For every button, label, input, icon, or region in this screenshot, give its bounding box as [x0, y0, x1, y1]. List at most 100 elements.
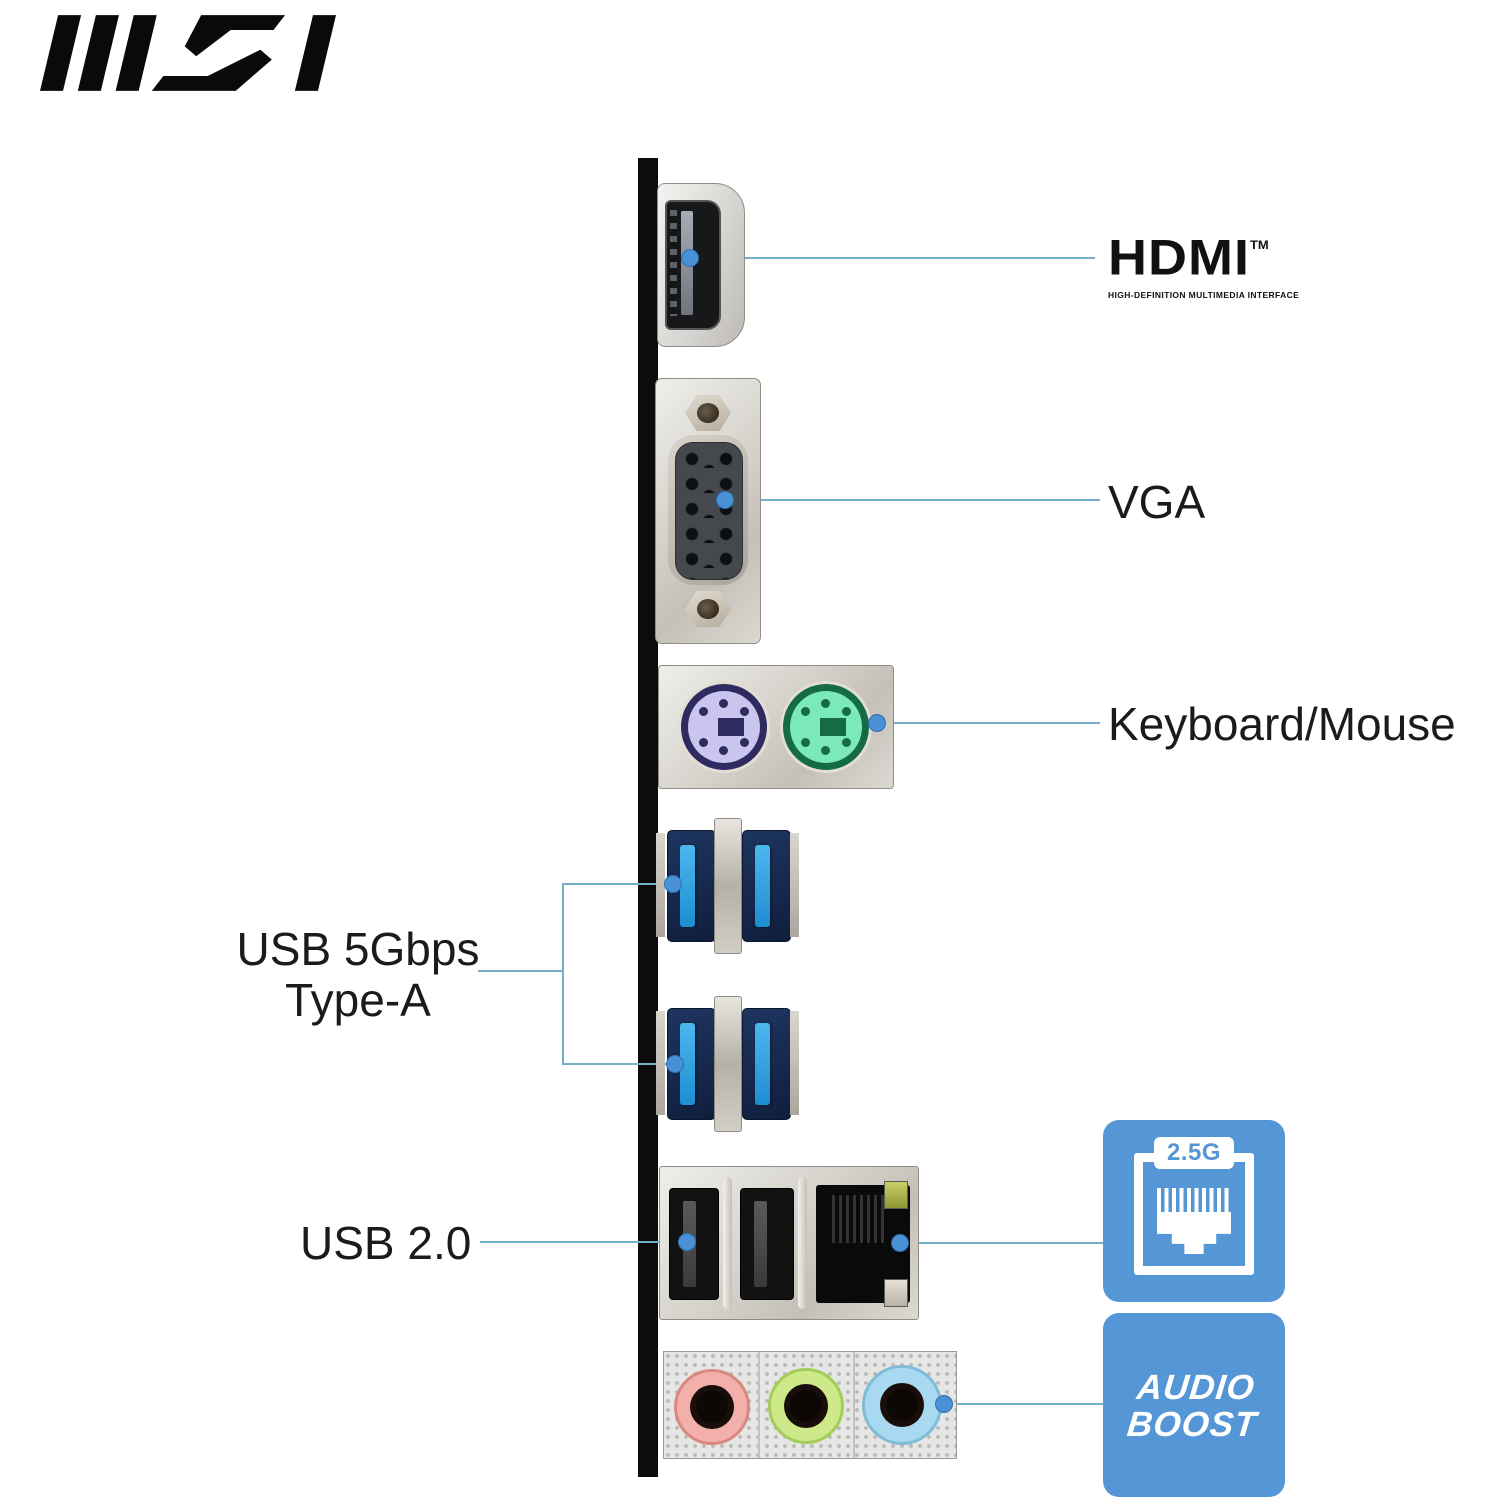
- usb2-port-2: [740, 1188, 794, 1300]
- rj45-pins: [832, 1195, 884, 1243]
- ps2-key-slot: [820, 718, 846, 736]
- callout-line-usb3-label: [478, 970, 562, 972]
- lan-activity-led: [884, 1181, 908, 1209]
- lan-speed-badge: 2.5G: [1103, 1120, 1285, 1302]
- callout-line-lan: [900, 1242, 1103, 1244]
- plate-seam: [758, 1352, 760, 1458]
- jack-hole: [784, 1384, 828, 1428]
- usb5gbps-label: USB 5Gbps Type-A: [200, 924, 516, 1025]
- ps2-pin-hole: [821, 699, 830, 708]
- audio-jack-linein: [862, 1365, 942, 1445]
- callout-line-keyboard-mouse: [877, 722, 1100, 724]
- msi-logo-icon: [40, 15, 336, 91]
- vga-screw-nut-bottom: [685, 591, 731, 627]
- usb3-bracket-edge: [790, 1011, 799, 1115]
- ps2-pin-hole: [801, 738, 810, 747]
- ps2-pin-hole: [801, 707, 810, 716]
- lan-speed-value: 2.5G: [1154, 1137, 1234, 1169]
- rj45-icon-pins: [1157, 1188, 1231, 1212]
- callout-line-usb3-top: [562, 883, 673, 885]
- plate-seam: [853, 1352, 855, 1458]
- ps2-keyboard-port: [681, 684, 767, 770]
- ps2-pin-hole: [821, 746, 830, 755]
- hdmi-port-pins: [670, 210, 677, 316]
- callout-dot-hdmi: [681, 249, 699, 267]
- audio-boost-text: AUDIO BOOST: [1099, 1368, 1289, 1445]
- callout-dot-vga: [716, 491, 734, 509]
- audio-jack-mic: [674, 1369, 750, 1445]
- ps2-pin-hole: [719, 746, 728, 755]
- lan-rj45-port: [816, 1181, 910, 1307]
- vga-dsub-ring: [668, 435, 748, 585]
- plate-groove: [798, 1177, 807, 1309]
- rj45-icon-plug: [1157, 1212, 1231, 1254]
- ps2-pin-hole: [699, 707, 708, 716]
- vga-screw-hole: [697, 599, 719, 619]
- vga-screw-hole: [697, 403, 719, 423]
- callout-line-vga: [725, 499, 1100, 501]
- vga-port: [655, 378, 761, 644]
- ps2-pin-hole: [740, 738, 749, 747]
- ps2-pin-hole: [719, 699, 728, 708]
- ps2-pin-hole: [842, 738, 851, 747]
- hdmi-trademark: TM: [1249, 237, 1269, 252]
- hdmi-logo-subtitle: HIGH-DEFINITION MULTIMEDIA INTERFACE: [1108, 289, 1300, 300]
- hdmi-logo-word: HDMITM: [1108, 230, 1269, 286]
- ps2-mouse-port: [783, 684, 869, 770]
- callout-dot-usb3-bottom: [666, 1055, 684, 1073]
- usb3-bracket-edge: [656, 1011, 665, 1115]
- audio-boost-line1: AUDIO: [1135, 1368, 1257, 1407]
- callout-dot-audio: [935, 1395, 953, 1413]
- hdmi-logo: HDMITM HIGH-DEFINITION MULTIMEDIA INTERF…: [1108, 230, 1300, 300]
- usb3-tongue: [680, 845, 695, 927]
- vga-screw-nut-top: [685, 395, 731, 431]
- callout-dot-keyboard-mouse: [868, 714, 886, 732]
- lan-link-led: [884, 1279, 908, 1307]
- usb3-bracket-edge: [656, 833, 665, 937]
- audio-boost-badge: AUDIO BOOST: [1103, 1313, 1285, 1497]
- usb3-tongue: [755, 1023, 770, 1105]
- usb3-tongue: [680, 1023, 695, 1105]
- usb5gbps-label-line2: Type-A: [285, 973, 431, 1026]
- usb3-divider: [714, 996, 742, 1132]
- callout-dot-usb3-top: [664, 875, 682, 893]
- callout-line-audio: [944, 1403, 1103, 1405]
- lan-badge-rj45-icon: 2.5G: [1134, 1137, 1254, 1275]
- ps2-pin-hole: [842, 707, 851, 716]
- msi-logo: [40, 8, 336, 98]
- usb2-lan-block: [659, 1166, 919, 1320]
- ps2-pin-hole: [699, 738, 708, 747]
- audio-jack-lineout: [768, 1368, 844, 1444]
- usb5gbps-label-line1: USB 5Gbps: [236, 923, 480, 975]
- usb3-port-2: [742, 830, 791, 942]
- audio-boost-line2: BOOST: [1125, 1405, 1259, 1445]
- callout-line-hdmi: [690, 257, 1095, 259]
- ps2-keyboard-inner: [688, 691, 760, 763]
- audio-jack-block: [663, 1351, 957, 1459]
- ps2-mouse-inner: [790, 691, 862, 763]
- jack-hole: [880, 1383, 924, 1427]
- jack-hole: [690, 1385, 734, 1429]
- callout-dot-usb2: [678, 1233, 696, 1251]
- usb2-label: USB 2.0: [300, 1217, 472, 1269]
- callout-bracket-usb3: [562, 883, 564, 1065]
- keyboard-mouse-label: Keyboard/Mouse: [1108, 698, 1456, 750]
- usb3-port-pair-bottom: [656, 996, 799, 1132]
- callout-line-usb3-bottom: [562, 1063, 675, 1065]
- callout-line-usb2: [480, 1241, 687, 1243]
- usb3-port-4: [742, 1008, 791, 1120]
- vga-dsub-insert: [675, 442, 743, 580]
- usb3-tongue: [755, 845, 770, 927]
- usb3-bracket-edge: [790, 833, 799, 937]
- usb2-tongue: [754, 1201, 767, 1287]
- callout-dot-lan: [891, 1234, 909, 1252]
- ps2-port-block: [658, 665, 894, 789]
- io-shield-bar: [638, 158, 658, 1477]
- ps2-key-slot: [718, 718, 744, 736]
- hdmi-port: [657, 183, 745, 347]
- ps2-pin-hole: [740, 707, 749, 716]
- vga-label: VGA: [1108, 476, 1206, 528]
- plate-groove: [723, 1177, 732, 1309]
- usb3-port-pair-top: [656, 818, 799, 954]
